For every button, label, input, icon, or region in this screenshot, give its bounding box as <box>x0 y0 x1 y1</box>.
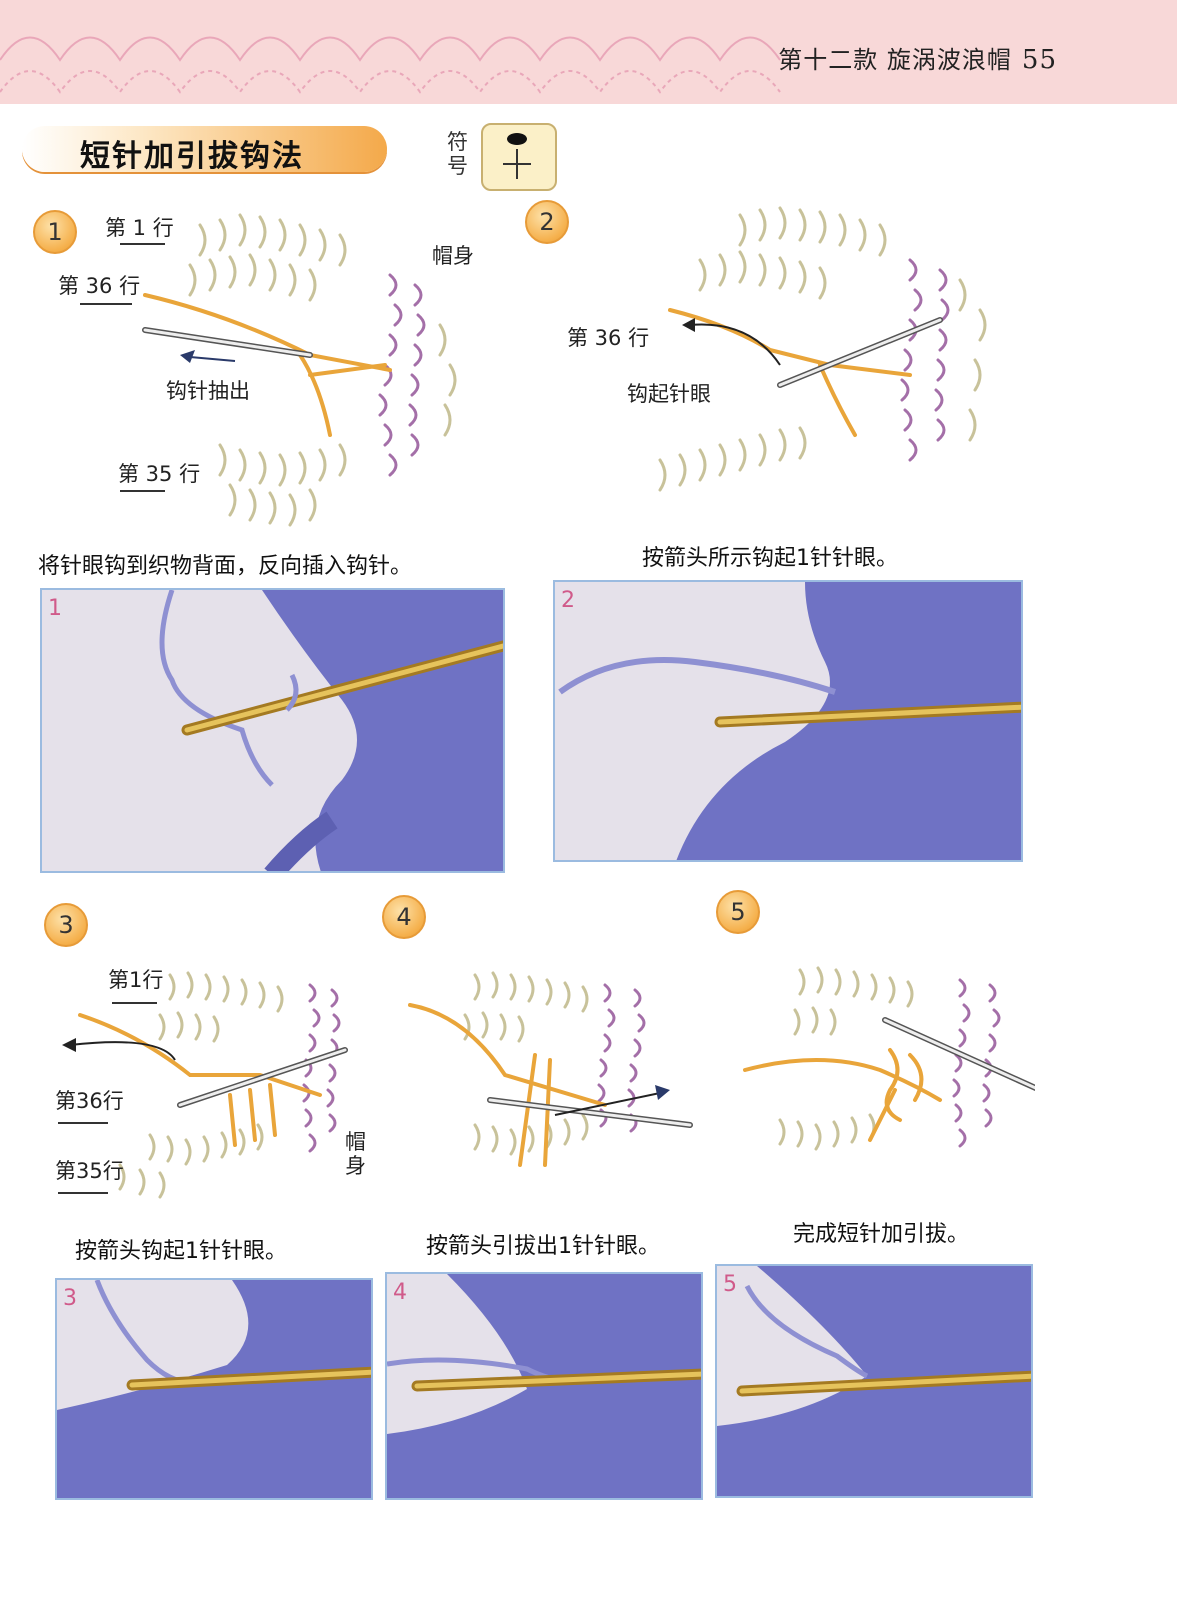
section-title: 第十二款 旋涡波浪帽 <box>778 46 1012 74</box>
photo-1: 1 <box>40 588 505 873</box>
label-hat-body: 帽 身 <box>345 1130 366 1178</box>
step-3-diagram <box>62 971 348 1199</box>
arrow-left-icon <box>80 303 132 305</box>
step-2-caption: 按箭头所示钩起1针针眼。 <box>642 546 898 571</box>
step-number-2: 2 <box>525 200 569 244</box>
label-row-36: 第 36 行 <box>567 326 650 350</box>
photo-number: 3 <box>63 1286 77 1311</box>
photo-3-image <box>57 1280 371 1498</box>
step-number-5: 5 <box>716 890 760 934</box>
label-row-1: 第1行 <box>108 968 164 992</box>
label-row-1: 第 1 行 <box>105 216 174 240</box>
step-number-4: 4 <box>382 895 426 939</box>
photo-3: 3 <box>55 1278 373 1500</box>
symbol-box <box>481 123 557 191</box>
arrow-right-icon <box>58 1192 108 1194</box>
label-row-35: 第 35 行 <box>118 462 201 486</box>
photo-number: 5 <box>723 1272 737 1297</box>
title-pill <box>22 126 387 172</box>
label-row-36: 第36行 <box>55 1089 124 1113</box>
step-2-diagram <box>658 206 987 492</box>
step-number-1: 1 <box>33 210 77 254</box>
step-number-3: 3 <box>44 903 88 947</box>
step-4-caption: 按箭头引拔出1针针眼。 <box>426 1234 660 1259</box>
arrow-right-icon <box>112 1002 157 1004</box>
step-1-caption: 将针眼钩到织物背面，反向插入钩针。 <box>38 554 413 579</box>
step-5-caption: 完成短针加引拔。 <box>793 1222 970 1247</box>
header-band <box>0 0 1177 104</box>
photo-2: 2 <box>553 580 1023 862</box>
step-5-diagram <box>743 966 1035 1151</box>
step-3-caption: 按箭头钩起1针针眼。 <box>75 1239 287 1264</box>
label-pick-up-loop: 钩起针眼 <box>627 382 711 406</box>
label-row-36: 第 36 行 <box>58 274 141 298</box>
sc-slip-symbol-icon <box>503 133 531 179</box>
label-hook-pull-out: 钩针抽出 <box>166 379 250 403</box>
page-number: 55 <box>1021 45 1057 75</box>
photo-2-image <box>555 582 1021 860</box>
photo-number: 4 <box>393 1280 407 1305</box>
arrow-right-icon <box>120 490 165 492</box>
photo-number: 2 <box>561 588 575 613</box>
photo-5-image <box>717 1266 1031 1496</box>
photo-number: 1 <box>48 596 62 621</box>
step-1-diagram <box>142 213 457 527</box>
photo-1-image <box>42 590 503 871</box>
arrow-right-icon <box>120 243 165 245</box>
label-row-35: 第35行 <box>55 1159 124 1183</box>
symbol-label: 符 号 <box>447 130 468 178</box>
photo-4-image <box>387 1274 701 1498</box>
page-title: 短针加引拔钩法 <box>80 139 304 174</box>
photo-5: 5 <box>715 1264 1033 1498</box>
header-lace-decoration <box>0 36 781 94</box>
photo-4: 4 <box>385 1272 703 1500</box>
label-hat-body: 帽身 <box>432 244 474 268</box>
page-header: 第十二款 旋涡波浪帽 55 <box>778 40 1057 75</box>
arrow-left-icon <box>58 1122 108 1124</box>
step-4-diagram <box>408 971 693 1167</box>
